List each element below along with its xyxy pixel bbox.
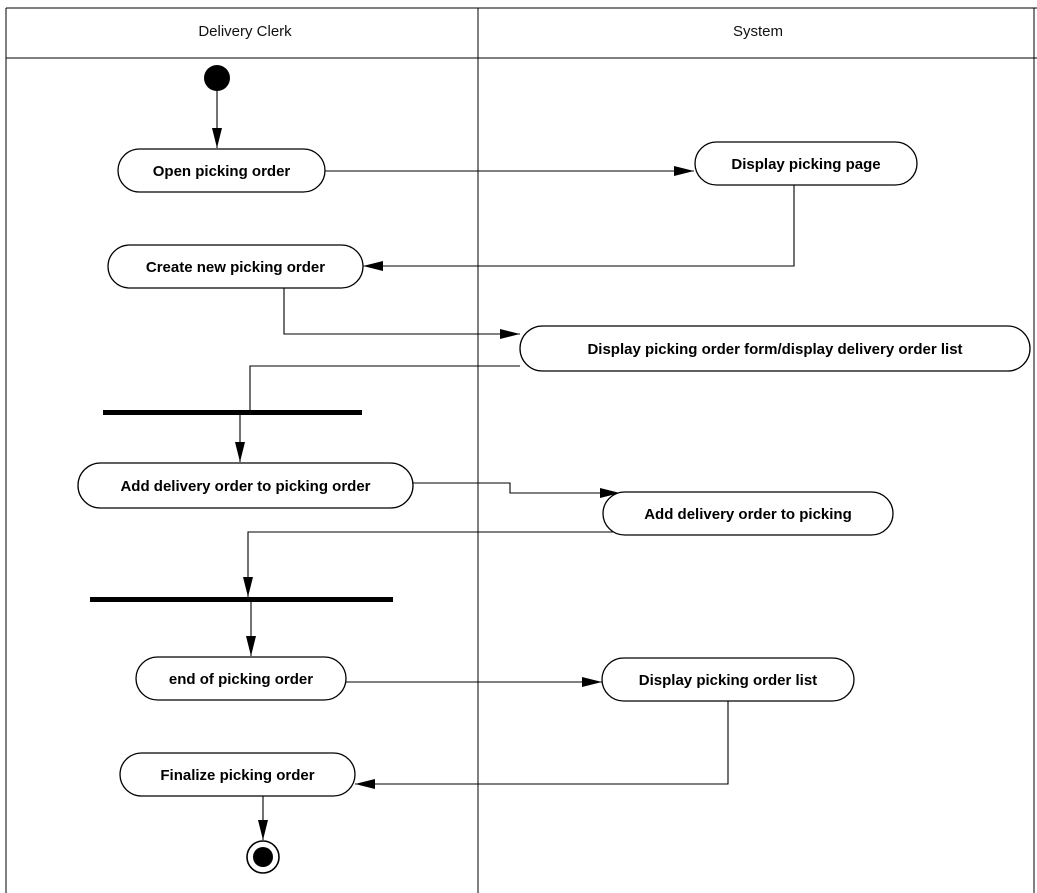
activity-label: Add delivery order to picking order <box>120 478 370 495</box>
start-node <box>204 65 230 91</box>
activity-display-form-and-list: Display picking order form/display deliv… <box>519 325 1031 372</box>
swimlane-frame <box>5 7 1037 893</box>
activity-add-delivery-order-to-picking: Add delivery order to picking <box>602 491 894 536</box>
sync-bar-1 <box>103 410 362 415</box>
final-node <box>246 840 280 874</box>
activity-create-new-picking-order: Create new picking order <box>107 244 364 289</box>
activity-display-picking-page: Display picking page <box>694 141 918 186</box>
activity-open-picking-order: Open picking order <box>117 148 326 193</box>
flow-create-to-display-form <box>283 288 520 339</box>
activity-display-picking-order-list: Display picking order list <box>601 657 855 702</box>
activity-end-of-picking-order: end of picking order <box>135 656 347 701</box>
activity-label: Finalize picking order <box>160 767 314 784</box>
flow-display-form-to-fork1 <box>249 365 520 410</box>
activity-add-delivery-order-to-picking-order: Add delivery order to picking order <box>77 462 414 509</box>
activity-label: Create new picking order <box>146 259 325 276</box>
flow-add-to-system-add <box>413 482 620 498</box>
lane-title-system: System <box>733 23 783 40</box>
activity-label: Display picking order list <box>639 672 817 689</box>
activity-label: Display picking order form/display deliv… <box>587 341 962 358</box>
flow-display-list-to-finalize <box>355 701 729 789</box>
activity-label: Display picking page <box>731 156 880 173</box>
activity-finalize-picking-order: Finalize picking order <box>119 752 356 797</box>
flow-system-add-to-bar2 <box>243 531 614 597</box>
sync-bar-2 <box>90 597 393 602</box>
activity-label: Open picking order <box>153 163 291 180</box>
lane-title-delivery-clerk: Delivery Clerk <box>198 23 292 40</box>
flow-display-page-to-create <box>363 185 795 271</box>
activity-label: end of picking order <box>169 671 313 688</box>
activity-label: Add delivery order to picking <box>644 506 852 523</box>
